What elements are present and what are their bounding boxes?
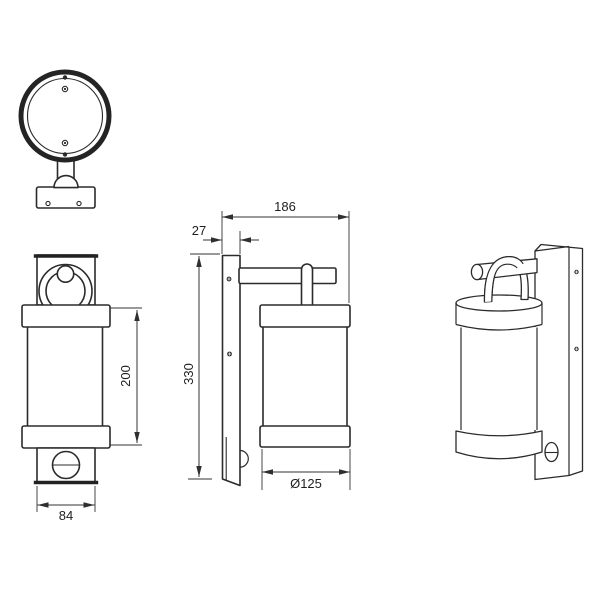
lamp-body-3d bbox=[460, 327, 538, 430]
base-hole bbox=[45, 200, 51, 207]
stem-dome bbox=[53, 174, 79, 189]
dim-plate-thickness: 27 bbox=[192, 223, 259, 254]
motion-sensor-3d bbox=[544, 441, 559, 463]
mount-arm-side bbox=[238, 267, 337, 285]
lamp-cap-bottom-3d bbox=[455, 430, 543, 460]
hook-loop bbox=[56, 264, 75, 283]
lamp-cap-top-side bbox=[259, 304, 351, 328]
dim-label-diameter: Ø125 bbox=[290, 476, 322, 491]
screw-dot bbox=[574, 346, 579, 352]
screw-hole bbox=[61, 139, 69, 147]
dim-label-186: 186 bbox=[274, 199, 296, 214]
dim-overall-height: 330 bbox=[181, 253, 220, 480]
screw-dot bbox=[574, 269, 579, 275]
lamp-cap-top-3d bbox=[455, 294, 543, 331]
side-view: 186 27 330 Ø125 bbox=[181, 199, 351, 491]
dim-overall-depth: 186 bbox=[221, 199, 350, 303]
hook-tab-side bbox=[300, 263, 314, 307]
sensor-bump-side bbox=[239, 449, 249, 468]
dim-lamp-diameter: Ø125 bbox=[261, 449, 351, 491]
lamp-body-side bbox=[262, 325, 348, 428]
wall-plate-side bbox=[221, 254, 241, 487]
lamp-cap-bottom bbox=[21, 425, 111, 449]
screw-dot bbox=[62, 75, 68, 80]
screw-dot bbox=[226, 276, 232, 282]
dim-label-330: 330 bbox=[181, 363, 196, 385]
wall-plate-3d bbox=[534, 243, 584, 481]
wall-base-top-view bbox=[35, 186, 96, 209]
lamp-rim-top-view bbox=[18, 69, 112, 163]
screw-hole bbox=[61, 85, 69, 93]
dim-label-200: 200 bbox=[118, 365, 133, 387]
lamp-cap-top bbox=[21, 304, 111, 328]
top-view bbox=[18, 69, 112, 209]
dim-label-27: 27 bbox=[192, 223, 206, 238]
screw-dot bbox=[62, 152, 68, 157]
dim-lamp-height: 200 bbox=[110, 307, 142, 446]
base-hole bbox=[76, 200, 82, 207]
dim-label-84: 84 bbox=[59, 508, 73, 523]
front-view: 200 84 bbox=[21, 254, 142, 523]
screw-dot bbox=[227, 351, 232, 357]
lamp-body bbox=[26, 324, 104, 428]
lamp-cap-bottom-side bbox=[259, 425, 351, 448]
dim-plate-width: 84 bbox=[36, 486, 96, 523]
perspective-view bbox=[455, 243, 584, 481]
